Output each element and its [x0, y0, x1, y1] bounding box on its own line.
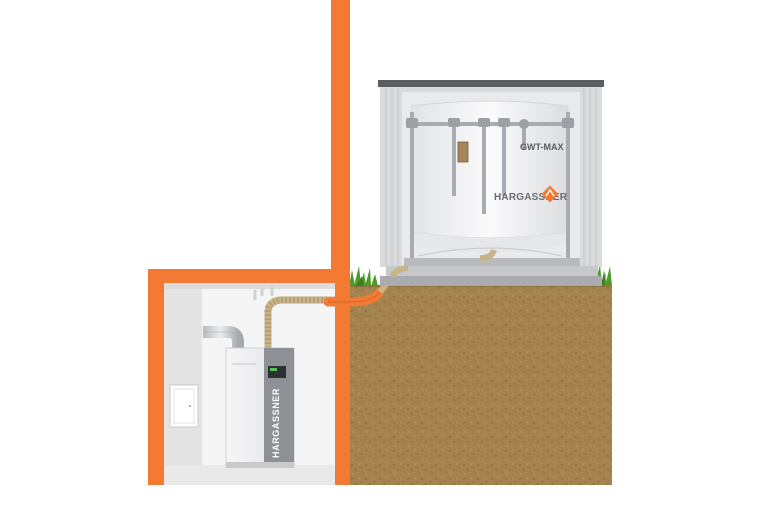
wall-cabinet	[169, 384, 199, 428]
boiler-brand-label: HARGASSNER	[271, 388, 281, 458]
tank-brand-label: HARGASSNER	[494, 192, 568, 203]
boiler-room	[164, 283, 335, 485]
hargassner-diamond-icon	[541, 185, 559, 203]
basement-walls	[148, 0, 350, 485]
pellet-boiler: HARGASSNER	[225, 347, 295, 468]
soil-ground	[349, 285, 612, 485]
boiler-display-icon	[268, 366, 286, 378]
flue-pipe	[203, 326, 244, 352]
grass	[349, 264, 612, 286]
feed-hoses	[253, 286, 335, 348]
tank-model-label: GWT-MAX	[520, 142, 564, 152]
tank-outlet-hose	[389, 249, 497, 278]
wall-penetration-pipe	[323, 287, 385, 307]
pellet-silo: GWT-MAX HARGASSNER	[404, 100, 580, 266]
